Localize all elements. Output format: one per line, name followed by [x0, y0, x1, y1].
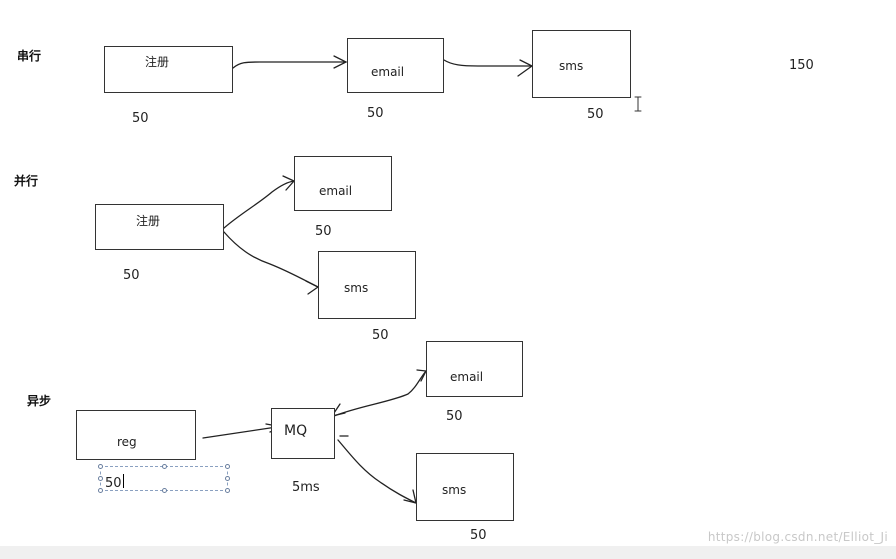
parallel-sms-time: 50: [372, 328, 389, 343]
resize-handle-bottom-left[interactable]: [98, 488, 103, 493]
serial-sms-box: sms: [532, 30, 631, 98]
arrow-async-mq-email: [333, 370, 427, 417]
async-sms-box: sms: [416, 453, 514, 521]
section-label-parallel: 并行: [14, 174, 39, 188]
resize-handle-top-right[interactable]: [225, 464, 230, 469]
arrow-async-mq-sms: [337, 439, 417, 504]
parallel-register-time: 50: [123, 268, 140, 283]
parallel-email-time: 50: [315, 224, 332, 239]
serial-register-box: 注册: [104, 46, 233, 93]
arrow-parallel-register-email: [223, 180, 295, 229]
serial-register-label: 注册: [145, 55, 170, 69]
serial-register-time: 50: [132, 111, 149, 126]
arrow-serial-email-sms: [443, 59, 533, 67]
resize-handle-left[interactable]: [98, 476, 103, 481]
selected-text-box[interactable]: 50: [98, 464, 230, 493]
serial-email-time: 50: [367, 106, 384, 121]
async-mq-box: MQ: [271, 408, 335, 459]
serial-email-box: email: [347, 38, 444, 93]
async-mq-label: MQ: [284, 423, 308, 439]
parallel-register-label: 注册: [136, 214, 161, 228]
bottom-bar: [0, 546, 896, 559]
arrowhead-serial-email: [333, 55, 348, 69]
arrow-serial-register-email: [232, 61, 347, 69]
arrowhead-async-sms: [403, 489, 417, 504]
section-label-async: 异步: [27, 394, 52, 408]
resize-handle-top[interactable]: [162, 464, 167, 469]
async-email-time: 50: [446, 409, 463, 424]
resize-handle-bottom[interactable]: [162, 488, 167, 493]
parallel-register-box: 注册: [95, 204, 224, 250]
async-sms-label: sms: [442, 483, 467, 497]
serial-sms-time: 50: [587, 107, 604, 122]
resize-handle-top-left[interactable]: [98, 464, 103, 469]
async-reg-label: reg: [117, 435, 137, 449]
serial-email-label: email: [371, 65, 405, 79]
resize-handle-right[interactable]: [225, 476, 230, 481]
text-caret: [123, 474, 124, 488]
parallel-sms-label: sms: [344, 281, 369, 295]
async-sms-time: 50: [470, 528, 487, 543]
async-email-label: email: [450, 370, 484, 384]
arrowhead-parallel-sms: [305, 280, 320, 295]
serial-total-time: 150: [789, 58, 814, 73]
section-label-serial: 串行: [17, 49, 42, 63]
watermark: https://blog.csdn.net/Elliot_Ji: [707, 530, 888, 544]
parallel-email-label: email: [319, 184, 353, 198]
parallel-sms-box: sms: [318, 251, 416, 319]
arrow-parallel-register-sms: [223, 231, 319, 288]
parallel-email-box: email: [294, 156, 392, 211]
async-email-box: email: [426, 341, 523, 397]
arrowhead-serial-sms: [517, 59, 534, 77]
resize-handle-bottom-right[interactable]: [225, 488, 230, 493]
async-mq-time: 5ms: [292, 480, 320, 495]
async-reg-box: reg: [76, 410, 196, 460]
ibeam-cursor-icon: [634, 96, 642, 112]
async-reg-time[interactable]: 50: [105, 476, 122, 491]
serial-sms-label: sms: [559, 59, 584, 73]
